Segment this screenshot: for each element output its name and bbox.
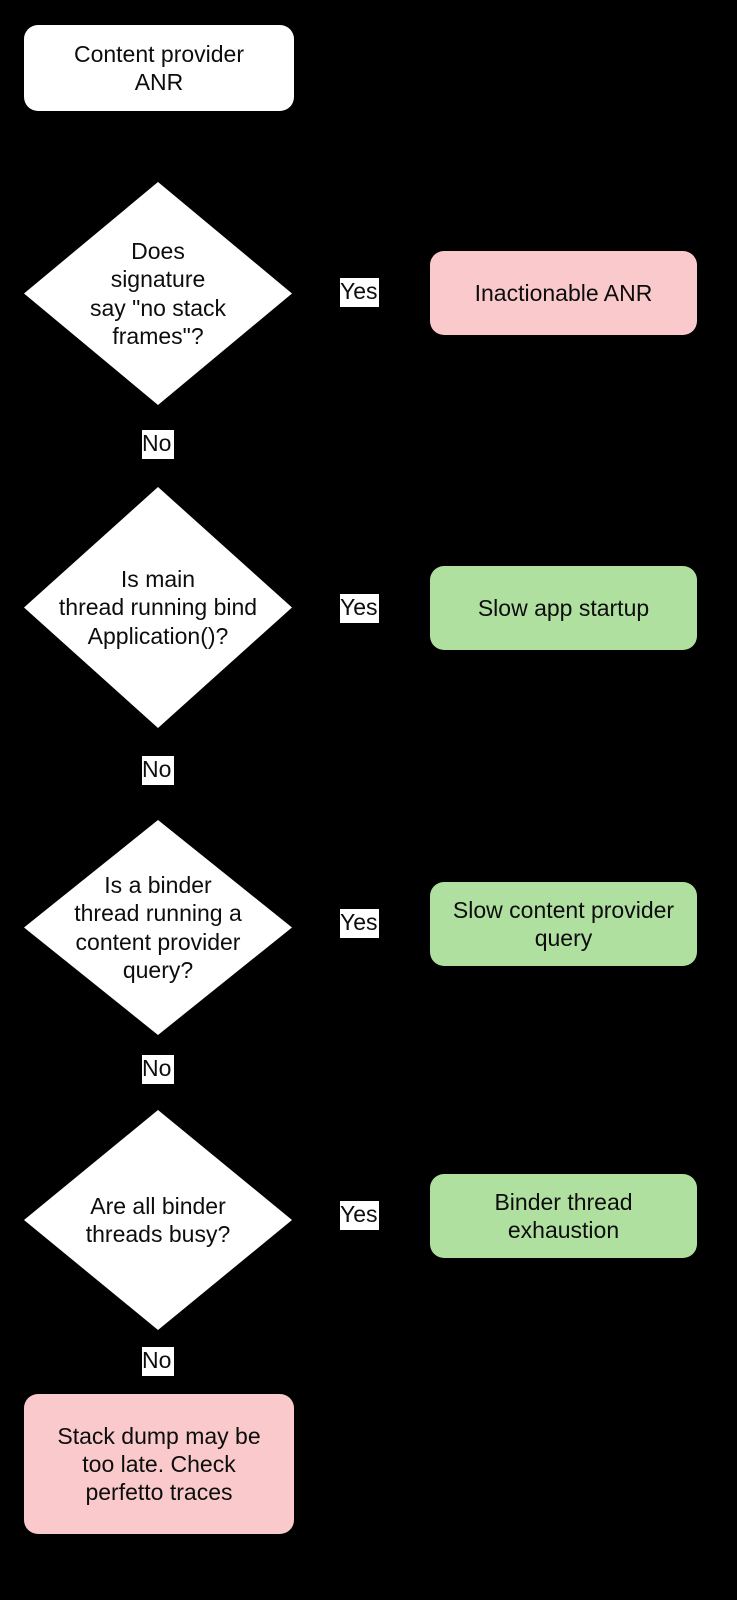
node-decision-2-label: Is main thread running bind Application(…	[58, 566, 258, 649]
node-decision-3-label: Is a binder thread running a content pro…	[74, 872, 242, 983]
node-decision-signature-no-stack-frames[interactable]: Does signature say "no stack frames"?	[24, 182, 292, 405]
node-result-binder-thread-exhaustion[interactable]: Binder thread exhaustion	[430, 1174, 697, 1258]
node-start-label: Content provider ANR	[73, 40, 245, 95]
edge-label-yes-1: Yes	[340, 278, 379, 307]
node-result-stack-dump-too-late[interactable]: Stack dump may be too late. Check perfet…	[24, 1394, 294, 1534]
node-result-slow-app-startup[interactable]: Slow app startup	[430, 566, 697, 650]
node-result-2-label: Slow app startup	[477, 594, 650, 621]
edge-label-yes-2: Yes	[340, 594, 379, 623]
edge-label-yes-3: Yes	[340, 909, 379, 938]
node-decision-binder-thread-content-provider-query[interactable]: Is a binder thread running a content pro…	[24, 820, 292, 1035]
edge-start-to-decision1	[157, 110, 159, 182]
node-result-4-label: Binder thread exhaustion	[494, 1188, 633, 1243]
node-result-inactionable-anr[interactable]: Inactionable ANR	[430, 251, 697, 335]
node-decision-1-label: Does signature say "no stack frames"?	[89, 238, 226, 349]
edge-label-no-3: No	[142, 1055, 174, 1084]
edge-label-yes-4: Yes	[340, 1201, 379, 1230]
edge-label-no-4: No	[142, 1347, 174, 1376]
node-result-5-label: Stack dump may be too late. Check perfet…	[57, 1422, 261, 1506]
node-result-1-label: Inactionable ANR	[474, 279, 653, 306]
node-decision-all-binder-threads-busy[interactable]: Are all binder threads busy?	[24, 1110, 292, 1330]
node-decision-4-label: Are all binder threads busy?	[85, 1192, 231, 1247]
node-start-content-provider-anr[interactable]: Content provider ANR	[24, 25, 294, 111]
node-decision-main-thread-bind-application[interactable]: Is main thread running bind Application(…	[24, 487, 292, 728]
node-result-slow-content-provider-query[interactable]: Slow content provider query	[430, 882, 697, 966]
node-result-3-label: Slow content provider query	[452, 896, 675, 951]
edge-label-no-2: No	[142, 756, 174, 785]
edge-label-no-1: No	[142, 430, 174, 459]
